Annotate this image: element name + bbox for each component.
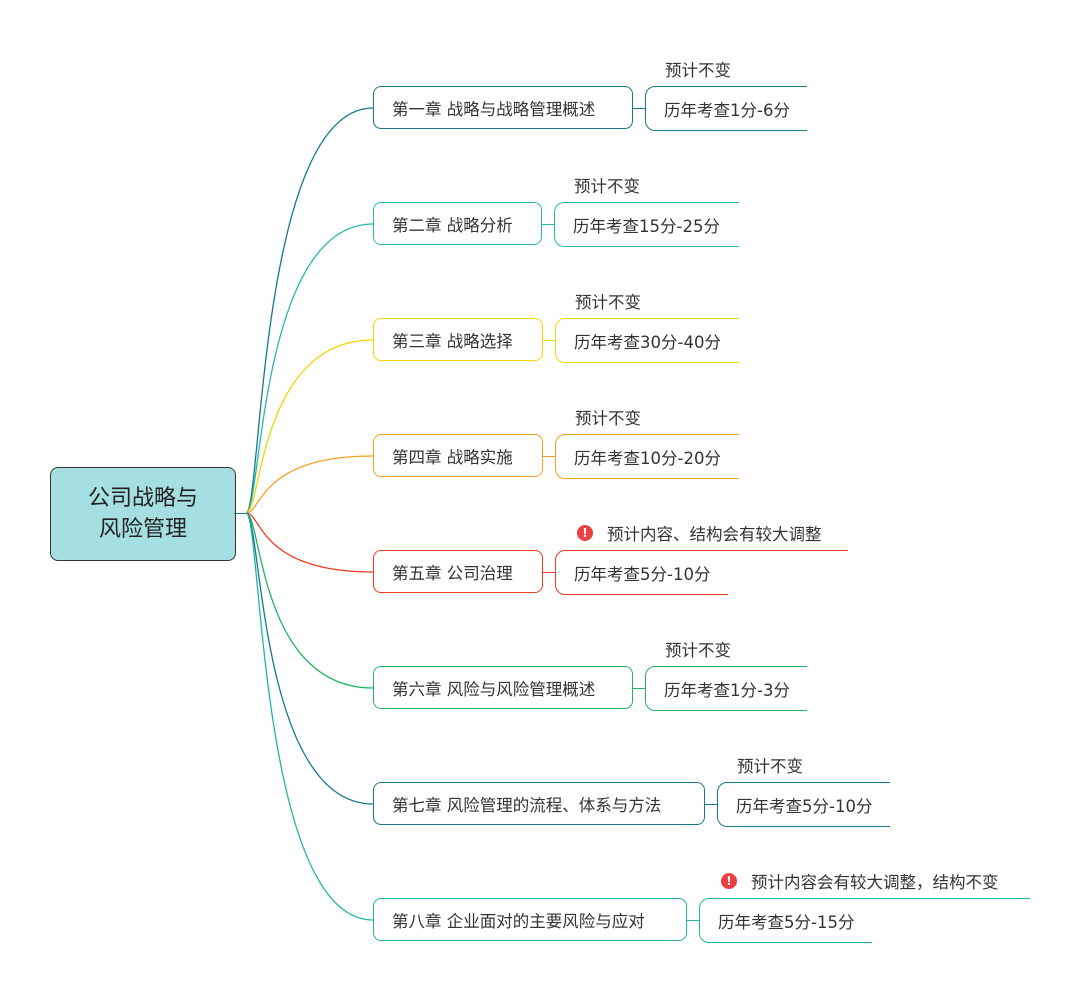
history-node[interactable]: 历年考查5分-15分 <box>699 898 872 943</box>
chapter-connector <box>687 920 699 921</box>
chapter-node[interactable]: 第七章 风险管理的流程、体系与方法 <box>373 782 705 825</box>
history-node[interactable]: 历年考查30分-40分 <box>555 318 739 363</box>
history-node[interactable]: 历年考查1分-3分 <box>645 666 807 711</box>
note-node[interactable]: 预计不变 <box>665 636 731 662</box>
note-text: 预计内容会有较大调整，结构不变 <box>751 873 999 892</box>
branch-curve <box>245 512 374 921</box>
chapter-node[interactable]: 第八章 企业面对的主要风险与应对 <box>373 898 687 941</box>
root-node[interactable]: 公司战略与 风险管理 <box>50 467 236 561</box>
history-node[interactable]: 历年考查1分-6分 <box>645 86 807 131</box>
note-underline <box>563 318 652 319</box>
chapter-node[interactable]: 第四章 战略实施 <box>373 434 543 477</box>
chapter-connector <box>543 340 555 341</box>
note-node[interactable]: ! 预计内容、结构会有较大调整 <box>577 520 822 546</box>
note-node[interactable]: 预计不变 <box>575 288 641 314</box>
note-underline <box>563 434 652 435</box>
history-node[interactable]: 历年考查15分-25分 <box>554 202 739 247</box>
branch-curve <box>245 512 374 689</box>
note-node[interactable]: 预计不变 <box>737 752 803 778</box>
branch-curve <box>245 512 374 573</box>
note-text: 预计不变 <box>575 409 641 428</box>
note-underline <box>707 898 1030 899</box>
note-text: 预计不变 <box>665 641 731 660</box>
note-underline <box>563 550 848 551</box>
note-underline <box>562 202 651 203</box>
chapter-connector <box>633 688 645 689</box>
note-underline <box>725 782 815 783</box>
chapter-node[interactable]: 第三章 战略选择 <box>373 318 543 361</box>
branch-curve <box>245 107 374 514</box>
note-text: 预计不变 <box>574 177 640 196</box>
chapter-node[interactable]: 第五章 公司治理 <box>373 550 543 593</box>
history-node[interactable]: 历年考查10分-20分 <box>555 434 739 479</box>
note-node[interactable]: 预计不变 <box>665 56 731 82</box>
note-node[interactable]: 预计不变 <box>575 404 641 430</box>
note-node[interactable]: ! 预计内容会有较大调整，结构不变 <box>721 868 999 894</box>
chapter-connector <box>705 804 717 805</box>
branch-curve <box>245 339 374 514</box>
note-text: 预计不变 <box>575 293 641 312</box>
chapter-connector <box>543 572 555 573</box>
note-underline <box>653 86 740 87</box>
warning-icon: ! <box>577 525 593 541</box>
chapter-node[interactable]: 第二章 战略分析 <box>373 202 542 245</box>
root-connector <box>234 513 246 514</box>
history-node[interactable]: 历年考查5分-10分 <box>717 782 890 827</box>
warning-icon: ! <box>721 873 737 889</box>
chapter-connector <box>542 224 554 225</box>
note-underline <box>653 666 742 667</box>
chapter-node[interactable]: 第一章 战略与战略管理概述 <box>373 86 633 129</box>
branch-curve <box>245 512 374 805</box>
branch-curve <box>245 223 374 514</box>
chapter-node[interactable]: 第六章 风险与风险管理概述 <box>373 666 633 709</box>
note-text: 预计不变 <box>665 61 731 80</box>
chapter-connector <box>633 108 645 109</box>
note-node[interactable]: 预计不变 <box>574 172 640 198</box>
branch-curve <box>245 455 374 514</box>
note-text: 预计不变 <box>737 757 803 776</box>
note-text: 预计内容、结构会有较大调整 <box>607 525 822 544</box>
history-node[interactable]: 历年考查5分-10分 <box>555 550 728 595</box>
chapter-connector <box>543 456 555 457</box>
